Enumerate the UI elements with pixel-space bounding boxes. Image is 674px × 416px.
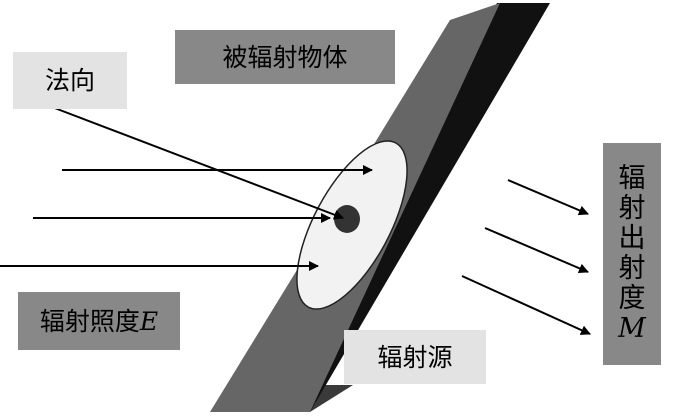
irradiance-label-text: 辐射照度	[39, 306, 140, 336]
exitance-char-5: 度	[618, 283, 646, 314]
exitance-label-box: 辐 射 出 射 度 M	[603, 143, 661, 365]
normal-label-box: 法向	[13, 52, 127, 109]
exitance-symbol: M	[618, 313, 646, 344]
exitance-char-3: 出	[618, 223, 646, 254]
normal-label: 法向	[44, 66, 95, 95]
object-label: 被辐射物体	[222, 42, 348, 72]
exitance-char-1: 辐	[618, 163, 646, 194]
normal-point-dot	[334, 205, 360, 233]
source-label-box: 辐射源	[344, 330, 486, 384]
normal-direction-line	[51, 106, 344, 220]
exitance-ray-2	[484, 227, 589, 274]
exitance-char-2: 射	[618, 193, 646, 224]
source-label: 辐射源	[377, 342, 453, 372]
exitance-ray-3	[461, 275, 591, 335]
irradiance-label-box: 辐射照度 E	[18, 292, 180, 350]
exitance-char-4: 射	[618, 253, 646, 284]
object-label-box: 被辐射物体	[175, 30, 395, 84]
exitance-ray-1	[507, 179, 589, 216]
irradiance-symbol: E	[139, 306, 159, 336]
